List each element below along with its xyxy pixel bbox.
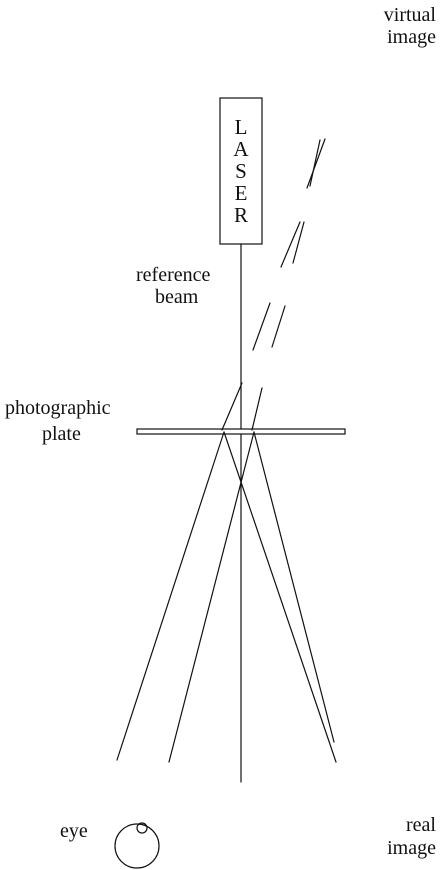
real-image-label-line1: real (406, 814, 436, 836)
virtual-image-rays (252, 138, 326, 351)
photographic-plate-label-line1: photographic (5, 397, 111, 419)
reference-beam-label-line2: beam (155, 286, 199, 308)
object-rays-above-plate (221, 382, 263, 431)
real-image-rays (116, 431, 337, 763)
photographic-plate-label-line2: plate (42, 423, 81, 445)
reference-beam-label-line1: reference (136, 264, 211, 286)
eye-icon (114, 822, 160, 869)
laser-letter-s: S (235, 159, 247, 183)
photographic-plate (136, 428, 346, 435)
virtual-image-label-line2: image (387, 26, 436, 48)
virtual-image-label-line1: virtual (383, 4, 436, 26)
real-image-label-line2: image (387, 837, 436, 859)
laser-box (219, 97, 263, 245)
laser-letter-e: E (234, 181, 248, 205)
laser-letter-a: A (233, 137, 249, 161)
laser-letter-l: L (234, 115, 248, 139)
laser-letter-r: R (233, 203, 248, 227)
eye-label: eye (60, 820, 88, 842)
